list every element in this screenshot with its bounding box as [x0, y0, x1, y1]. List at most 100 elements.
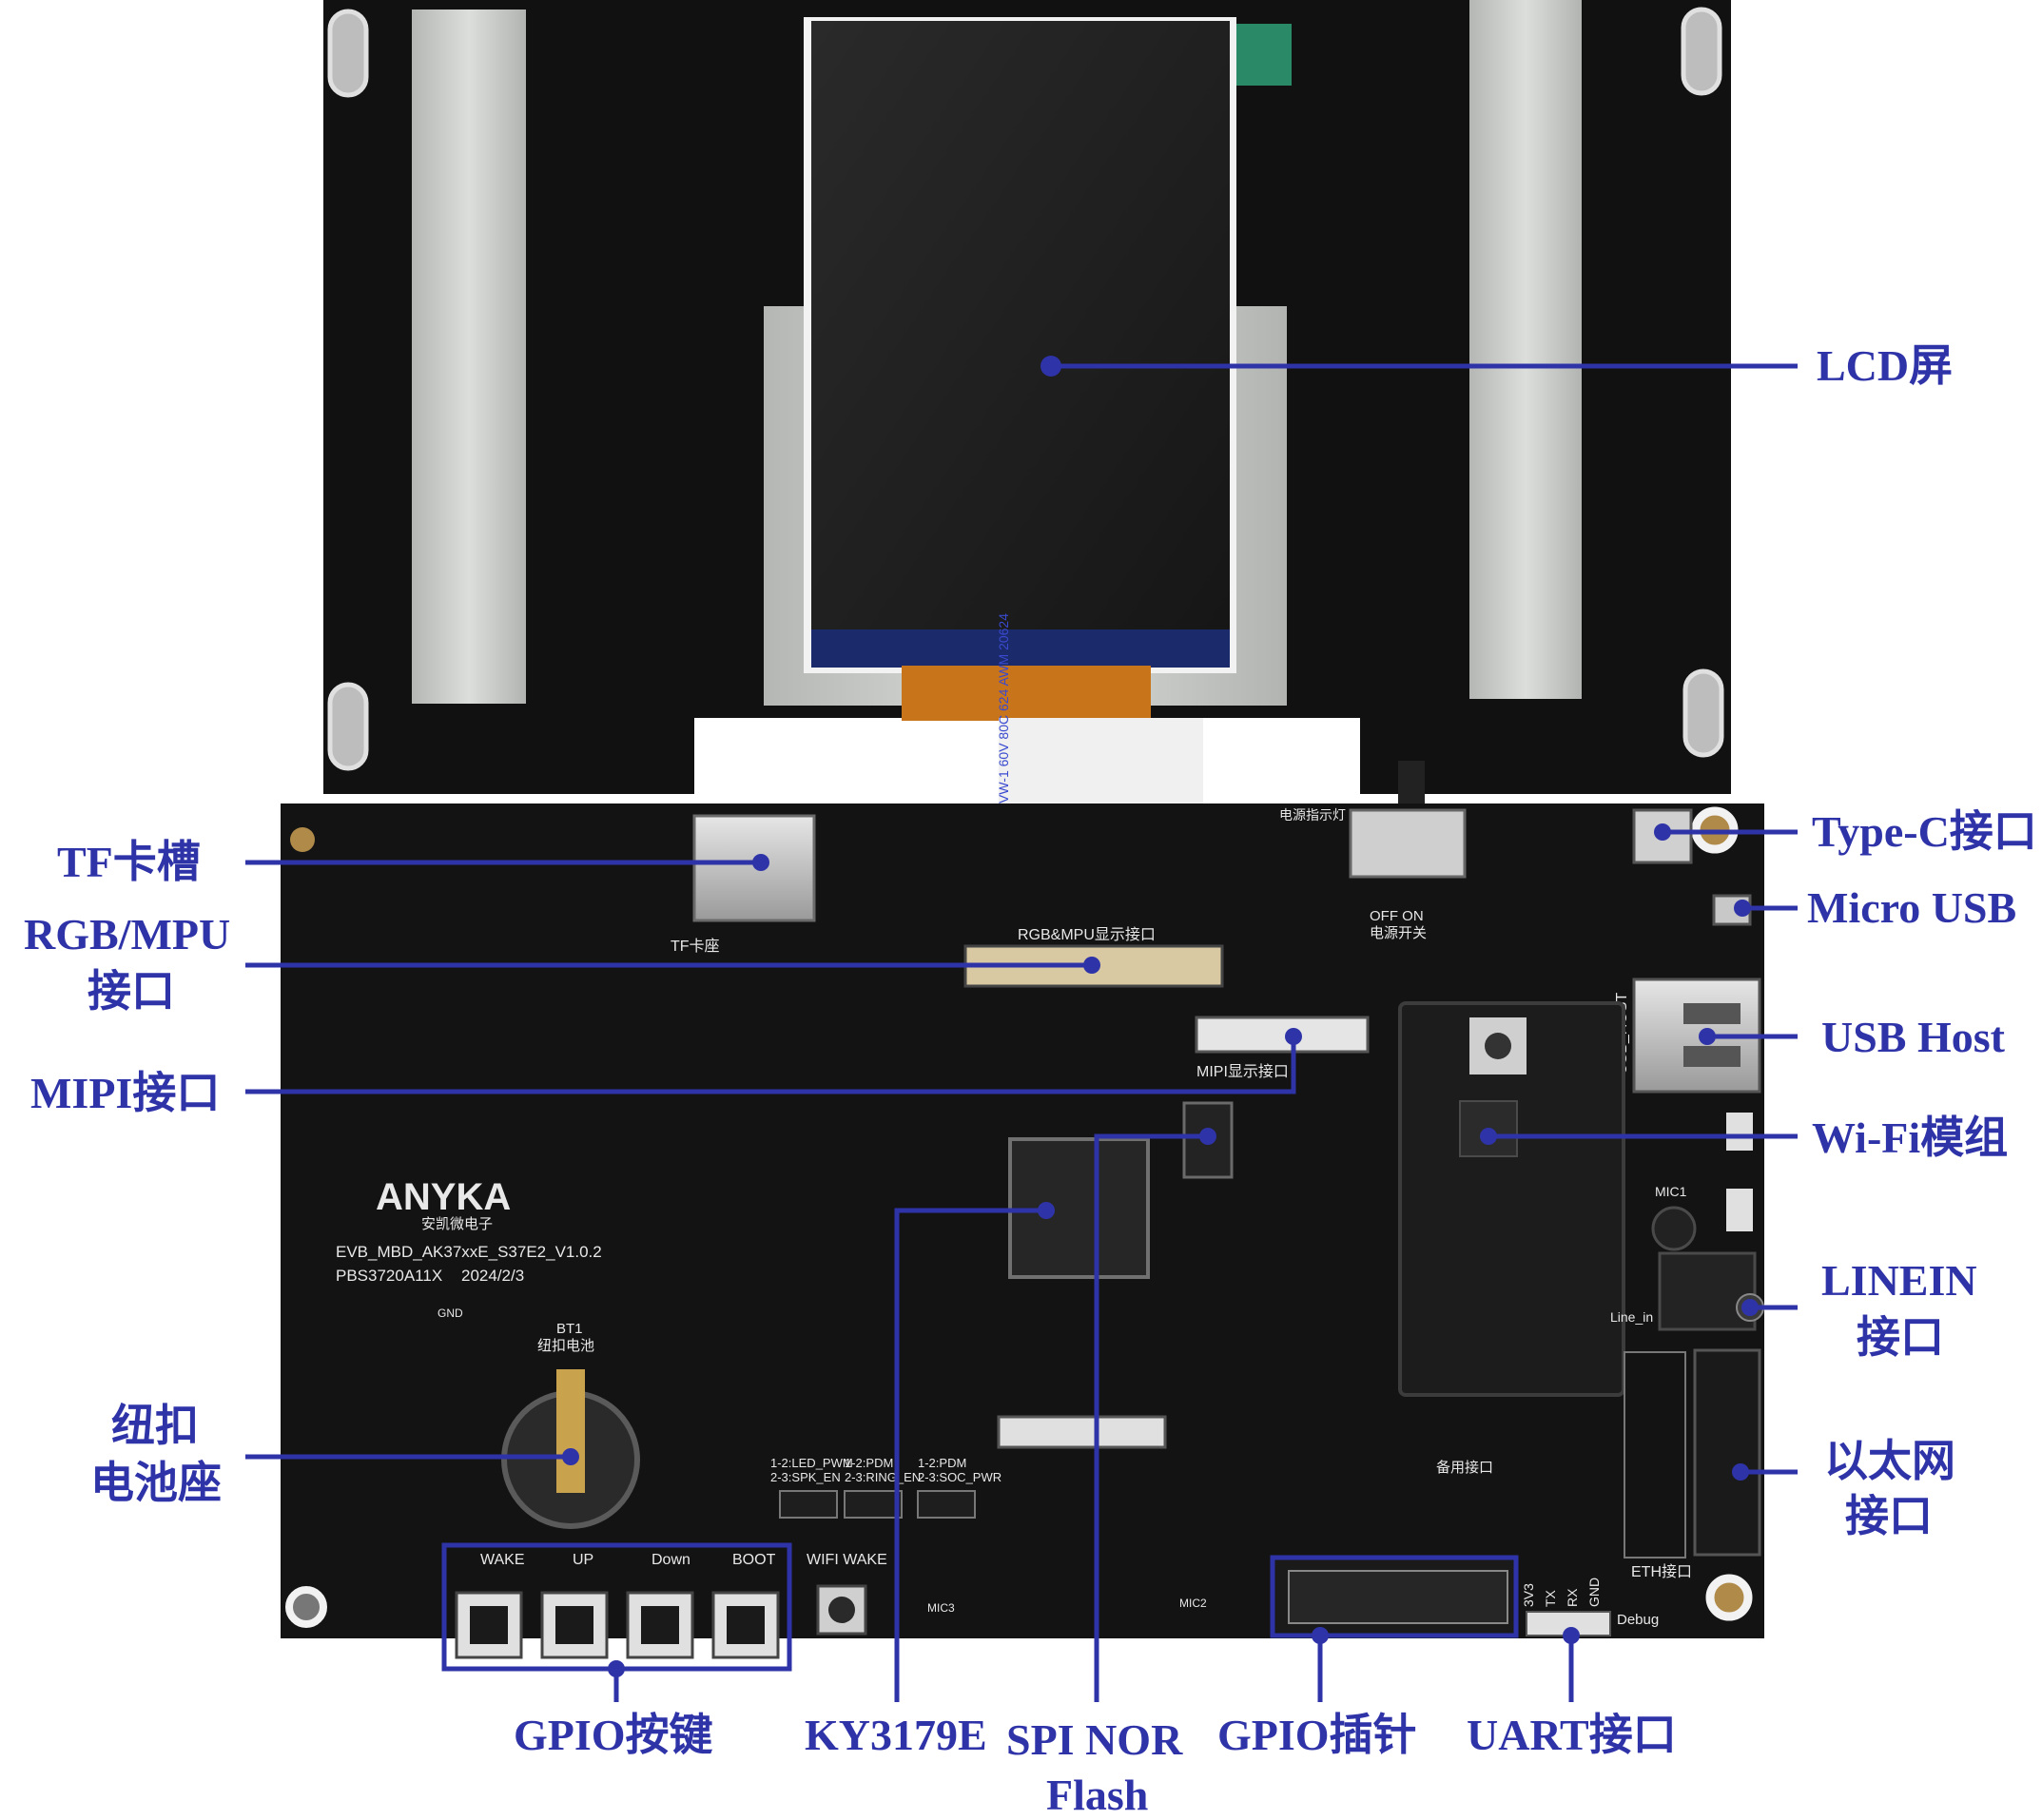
- labels: LCD屏 Type-C接口 Micro USB USB Host Wi-Fi模组…: [24, 341, 2037, 1819]
- silk-jumper-2: 1-2:PDM: [845, 1456, 893, 1470]
- power-switch: [1349, 808, 1467, 879]
- gpio-pin-header-inner: [1288, 1570, 1508, 1624]
- silk-jumper-3: 1-2:PDM: [918, 1456, 966, 1470]
- silk-tf-seat: TF卡座: [671, 938, 720, 955]
- label-spi-2: Flash: [1046, 1771, 1148, 1815]
- key-down-body: [626, 1591, 694, 1659]
- silk-mipi-port: MIPI显示接口: [1196, 1063, 1289, 1080]
- label-gpio-keys: GPIO按键: [514, 1711, 713, 1759]
- screw-tl: [290, 827, 315, 852]
- side-connector-1: [1726, 1113, 1753, 1151]
- silk-board-code: PBS3720A11X: [336, 1267, 442, 1285]
- label-ethernet-1: 以太网: [1824, 1437, 1955, 1485]
- silk-mic1: MIC1: [1655, 1184, 1687, 1199]
- silk-rgb-port: RGB&MPU显示接口: [1018, 926, 1156, 943]
- label-type-c: Type-C接口: [1812, 807, 2037, 856]
- fpc-ribbon: [999, 718, 1203, 804]
- screw-br: [1705, 1574, 1753, 1621]
- label-usb-host: USB Host: [1821, 1013, 2006, 1061]
- key-down-cap: [641, 1606, 679, 1644]
- jumper-header-3: [917, 1490, 976, 1519]
- silk-key-wake: WAKE: [480, 1552, 525, 1568]
- callout-line-mipi: [245, 1036, 1296, 1094]
- key-boot-cap: [727, 1606, 765, 1644]
- silk-jumper-2b: 2-3:RING_EN: [845, 1470, 921, 1484]
- mic1: [1651, 1206, 1697, 1251]
- silk-mic3: MIC3: [927, 1601, 955, 1615]
- label-tf: TF卡槽: [57, 838, 201, 886]
- silk-jumper-1b: 2-3:SPK_EN: [770, 1470, 841, 1484]
- silk-brand: ANYKA: [376, 1176, 511, 1218]
- callouts: [245, 356, 1798, 1702]
- silk-bt1: BT1: [556, 1321, 583, 1337]
- label-rgb-2: 接口: [88, 967, 175, 1016]
- silk-uart-tx: TX: [1543, 1589, 1558, 1607]
- label-mipi: MIPI接口: [30, 1069, 220, 1117]
- wifi-wake-key: WIFI WAKE: [807, 1552, 887, 1636]
- lcd-module: VW-1 60V 80C 624 AWM 20624: [323, 0, 1731, 804]
- label-gpio-pins: GPIO插针: [1217, 1711, 1417, 1759]
- silk-uart-3v3: 3V3: [1521, 1583, 1536, 1607]
- coin-battery-clip: [556, 1369, 585, 1493]
- label-ethernet-2: 接口: [1845, 1492, 1933, 1540]
- label-wifi: Wi-Fi模组: [1812, 1113, 2008, 1162]
- silk-power-switch: 电源开关: [1370, 925, 1427, 941]
- label-rgb-1: RGB/MPU: [24, 910, 230, 958]
- jumper-header-1: [779, 1490, 838, 1519]
- label-battery-1: 纽扣: [111, 1402, 199, 1450]
- label-lcd: LCD屏: [1817, 341, 1953, 390]
- callout-line-ky3179e: [894, 1208, 1046, 1702]
- label-linein-2: 接口: [1857, 1313, 1944, 1362]
- ethernet-header: [1693, 1348, 1761, 1557]
- jumper-header-2: [844, 1490, 903, 1519]
- usb-host-slot-1: [1683, 1003, 1741, 1024]
- silk-line-in: Line_in: [1610, 1309, 1653, 1325]
- silk-wifi-wake: WIFI WAKE: [807, 1552, 887, 1568]
- silk-brand-cn: 安凯微电子: [421, 1216, 493, 1232]
- lcd-screen: [811, 21, 1230, 629]
- lcd-stand: [1398, 761, 1425, 804]
- lcd-flex-cable: [902, 666, 1151, 721]
- wifi-module: [1398, 1001, 1625, 1397]
- silk-gnd: GND: [438, 1307, 463, 1320]
- silk-jumper-3b: 2-3:SOC_PWR: [918, 1470, 1002, 1484]
- mount-slot-tl: [327, 9, 369, 98]
- label-ky3179e: KY3179E: [805, 1711, 987, 1759]
- silk-uart-gnd: GND: [1586, 1578, 1602, 1607]
- label-spi-1: SPI NOR: [1006, 1715, 1183, 1764]
- side-connector-2: [1726, 1189, 1753, 1231]
- silk-off-on: OFF ON: [1370, 908, 1424, 924]
- key-up-cap: [555, 1606, 593, 1644]
- silk-board-name: EVB_MBD_AK37xxE_S37E2_V1.0.2: [336, 1243, 602, 1261]
- silk-uart-rx: RX: [1565, 1588, 1580, 1607]
- fpc-text: VW-1 60V 80C 624 AWM 20624: [996, 613, 1011, 804]
- gpio-key-up: UP: [540, 1552, 609, 1659]
- callout-line-spi: [1094, 1133, 1208, 1702]
- wifi-wake-key-cap: [828, 1597, 855, 1623]
- lcd-green-tab: [1236, 24, 1292, 86]
- wifi-button-cap: [1485, 1033, 1511, 1059]
- label-battery-2: 电池座: [90, 1459, 222, 1507]
- silk-key-boot: BOOT: [732, 1552, 776, 1568]
- silk-key-down: Down: [651, 1552, 690, 1568]
- silk-key-up: UP: [573, 1552, 593, 1568]
- silk-debug: Debug: [1617, 1612, 1659, 1628]
- tf-slot: [692, 814, 816, 922]
- mount-slot-br: [1682, 668, 1724, 758]
- silk-spare-port: 备用接口: [1436, 1460, 1493, 1476]
- ethernet-label-box: [1624, 1351, 1686, 1559]
- silk-jumper-1: 1-2:LED_PWM: [770, 1456, 853, 1470]
- metal-tape-right: [1469, 0, 1582, 699]
- uart-pin-labels: 3V3 TX RX GND: [1521, 1578, 1602, 1607]
- usb-host-slot-2: [1683, 1046, 1741, 1067]
- mount-slot-bl: [327, 682, 369, 771]
- pcb-board: TF卡座 RGB&MPU显示接口 MIPI显示接口 OFF ON 电源开关 电源…: [281, 804, 1764, 1672]
- label-micro-usb: Micro USB: [1807, 883, 2016, 932]
- silk-power-led: 电源指示灯: [1279, 807, 1346, 823]
- silk-eth-port: ETH接口: [1631, 1563, 1692, 1580]
- lcd-bottom-edge: [811, 629, 1230, 668]
- gpio-key-down: Down: [626, 1552, 694, 1659]
- silk-board-date: 2024/2/3: [461, 1267, 524, 1285]
